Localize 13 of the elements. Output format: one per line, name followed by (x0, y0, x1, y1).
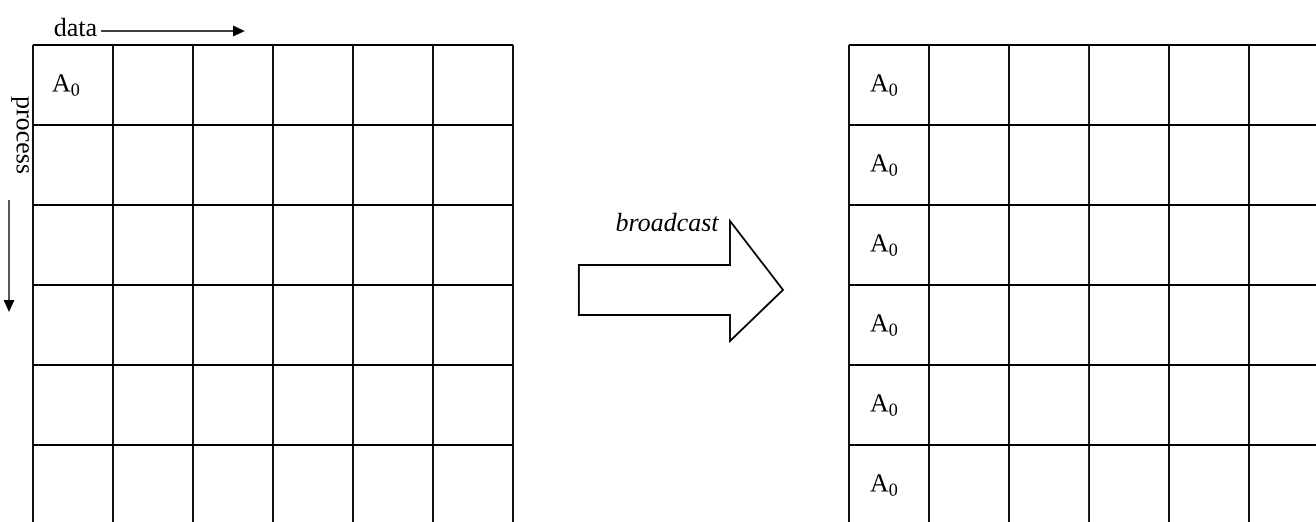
block-arrow (577, 218, 785, 344)
cell-label: A$_{0}$ (870, 234, 898, 256)
axis-label: process (11, 96, 29, 174)
grid (32, 44, 514, 522)
cell-label: A$_{0}$ (870, 74, 898, 96)
grid (848, 44, 1316, 522)
cell-label: A$_{0}$ (870, 154, 898, 176)
cell-label: A$_{0}$ (870, 314, 898, 336)
cell-label: A$_{0}$ (52, 74, 80, 96)
cell-label: A$_{0}$ (870, 394, 898, 416)
edge-label: broadcast (616, 212, 720, 232)
cell-label: A$_{0}$ (870, 474, 898, 496)
axis-label: data (54, 17, 97, 37)
